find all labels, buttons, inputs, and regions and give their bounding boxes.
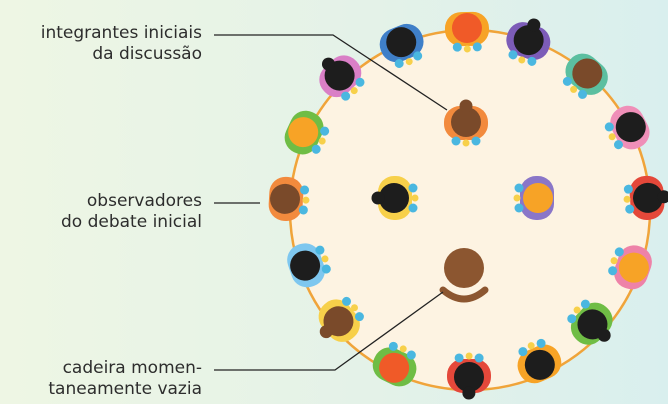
label-empty-chair: cadeira momen- taneamente vazia bbox=[48, 358, 202, 400]
label-initial-members-line2: da discussão bbox=[41, 44, 202, 65]
label-observers-line1: observadores bbox=[61, 191, 202, 212]
label-observers: observadores do debate inicial bbox=[61, 191, 202, 233]
label-initial-members: integrantes iniciais da discussão bbox=[41, 23, 202, 65]
label-empty-chair-line1: cadeira momen- bbox=[48, 358, 202, 379]
label-observers-line2: do debate inicial bbox=[61, 212, 202, 233]
label-empty-chair-line2: taneamente vazia bbox=[48, 379, 202, 400]
label-initial-members-line1: integrantes iniciais bbox=[41, 23, 202, 44]
